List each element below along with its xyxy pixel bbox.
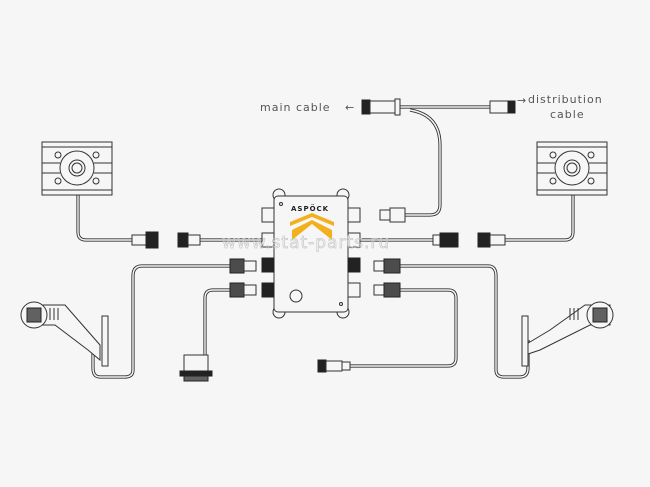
marker-lamp-left bbox=[20, 301, 109, 367]
distribution-cable-label-1: distribution bbox=[528, 93, 603, 106]
distribution-cable-label-2: cable bbox=[550, 108, 585, 121]
watermark: www.stat-parts.ru bbox=[222, 233, 390, 253]
cables bbox=[76, 105, 575, 379]
hub-logo: ASPÖCK bbox=[291, 204, 329, 213]
main-cable-label: main cable bbox=[260, 101, 331, 114]
marker-lamp-right bbox=[521, 301, 614, 367]
arrow-right-icon: → bbox=[517, 94, 527, 107]
connectors bbox=[131, 98, 516, 382]
junction-box: ASPÖCK bbox=[261, 188, 361, 319]
work-lamp-left bbox=[41, 141, 113, 196]
work-lamp-right bbox=[536, 141, 608, 196]
arrow-left-icon: ← bbox=[345, 101, 355, 114]
